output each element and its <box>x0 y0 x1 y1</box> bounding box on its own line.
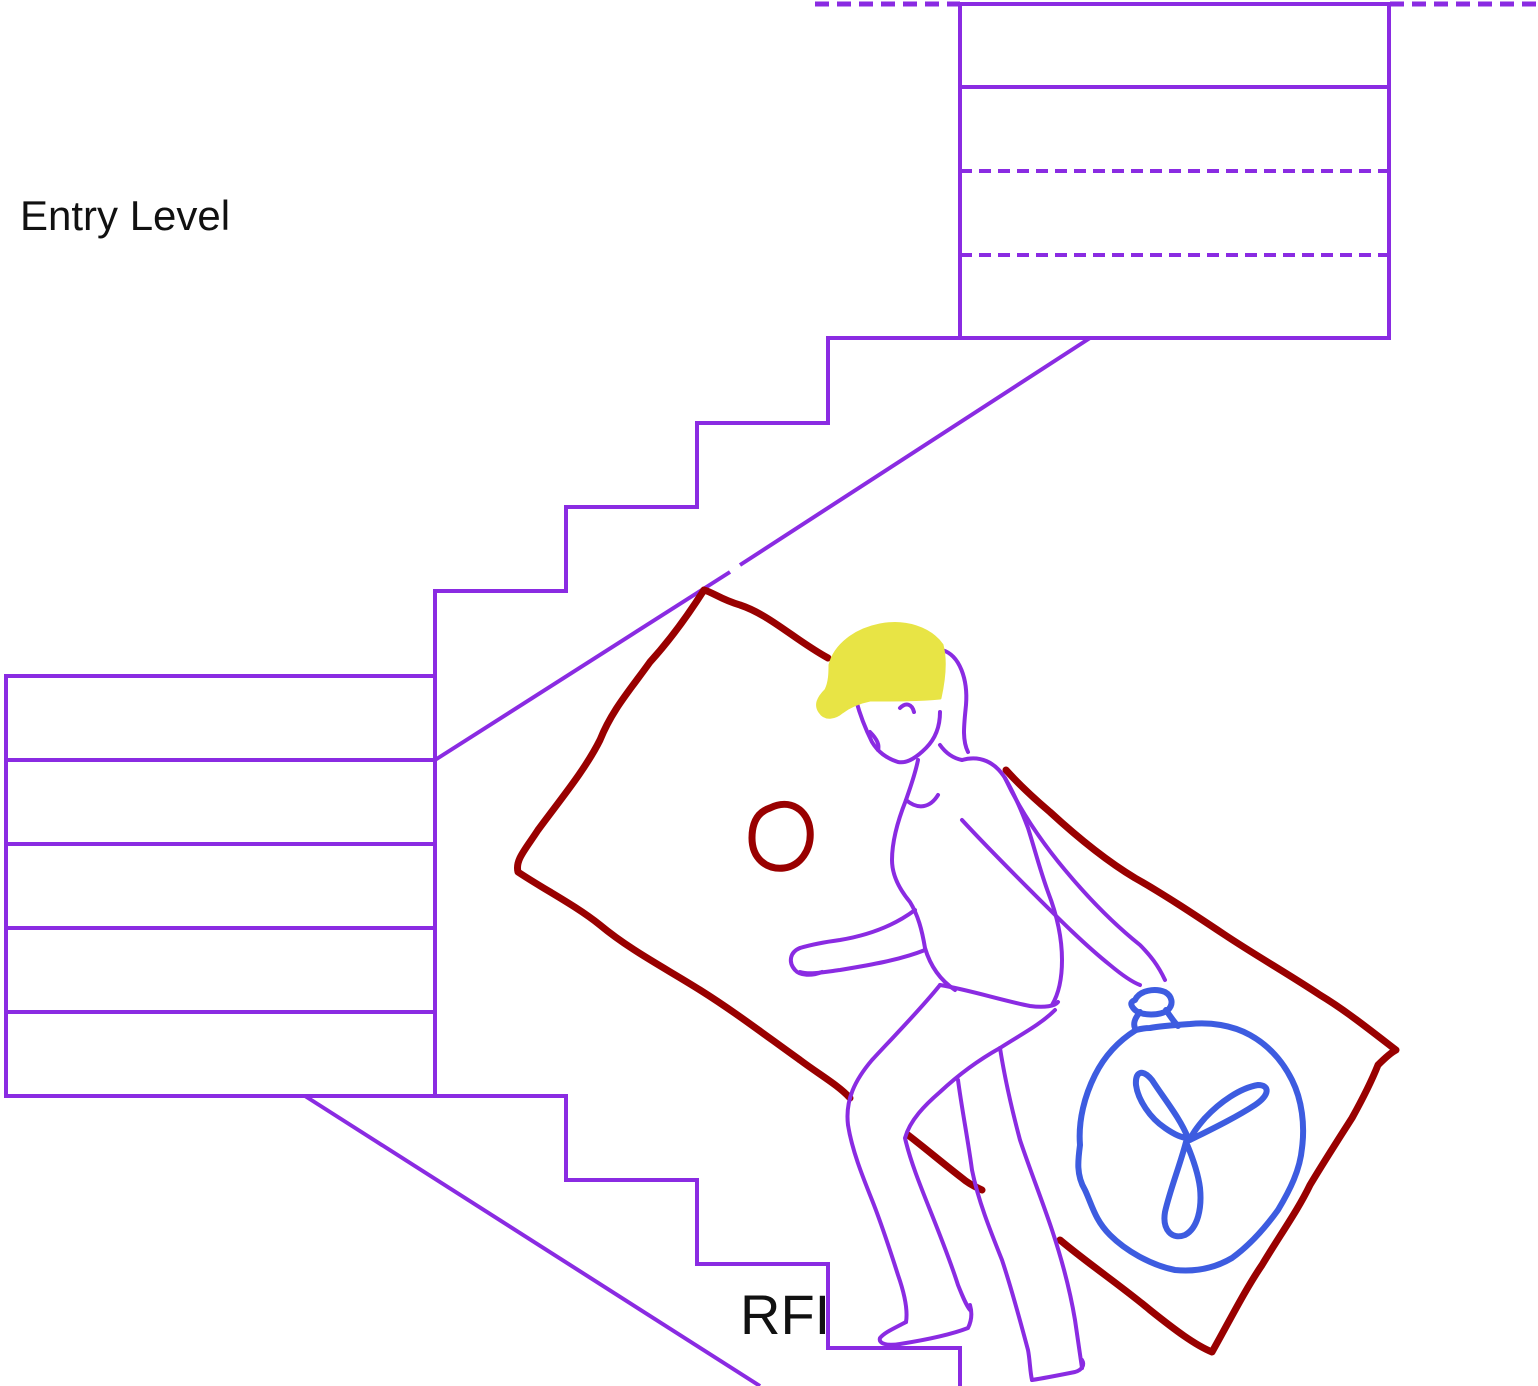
panel-hole <box>748 800 814 872</box>
upper-stair-soffit <box>433 336 1092 762</box>
lower-stair-flight <box>435 1094 962 1386</box>
lower-landing-slab <box>4 674 437 1098</box>
upper-stair-flight <box>433 336 960 676</box>
entry-level-label: Entry Level <box>20 192 231 239</box>
carried-panel <box>513 586 1400 1356</box>
upper-landing-slab <box>958 2 1391 340</box>
lower-stair-soffit-slope <box>303 1094 762 1386</box>
helmet <box>816 622 946 719</box>
worker-figure <box>788 648 1167 1382</box>
fan-icon <box>1075 987 1307 1274</box>
rfi-label: RFI <box>740 1283 831 1346</box>
